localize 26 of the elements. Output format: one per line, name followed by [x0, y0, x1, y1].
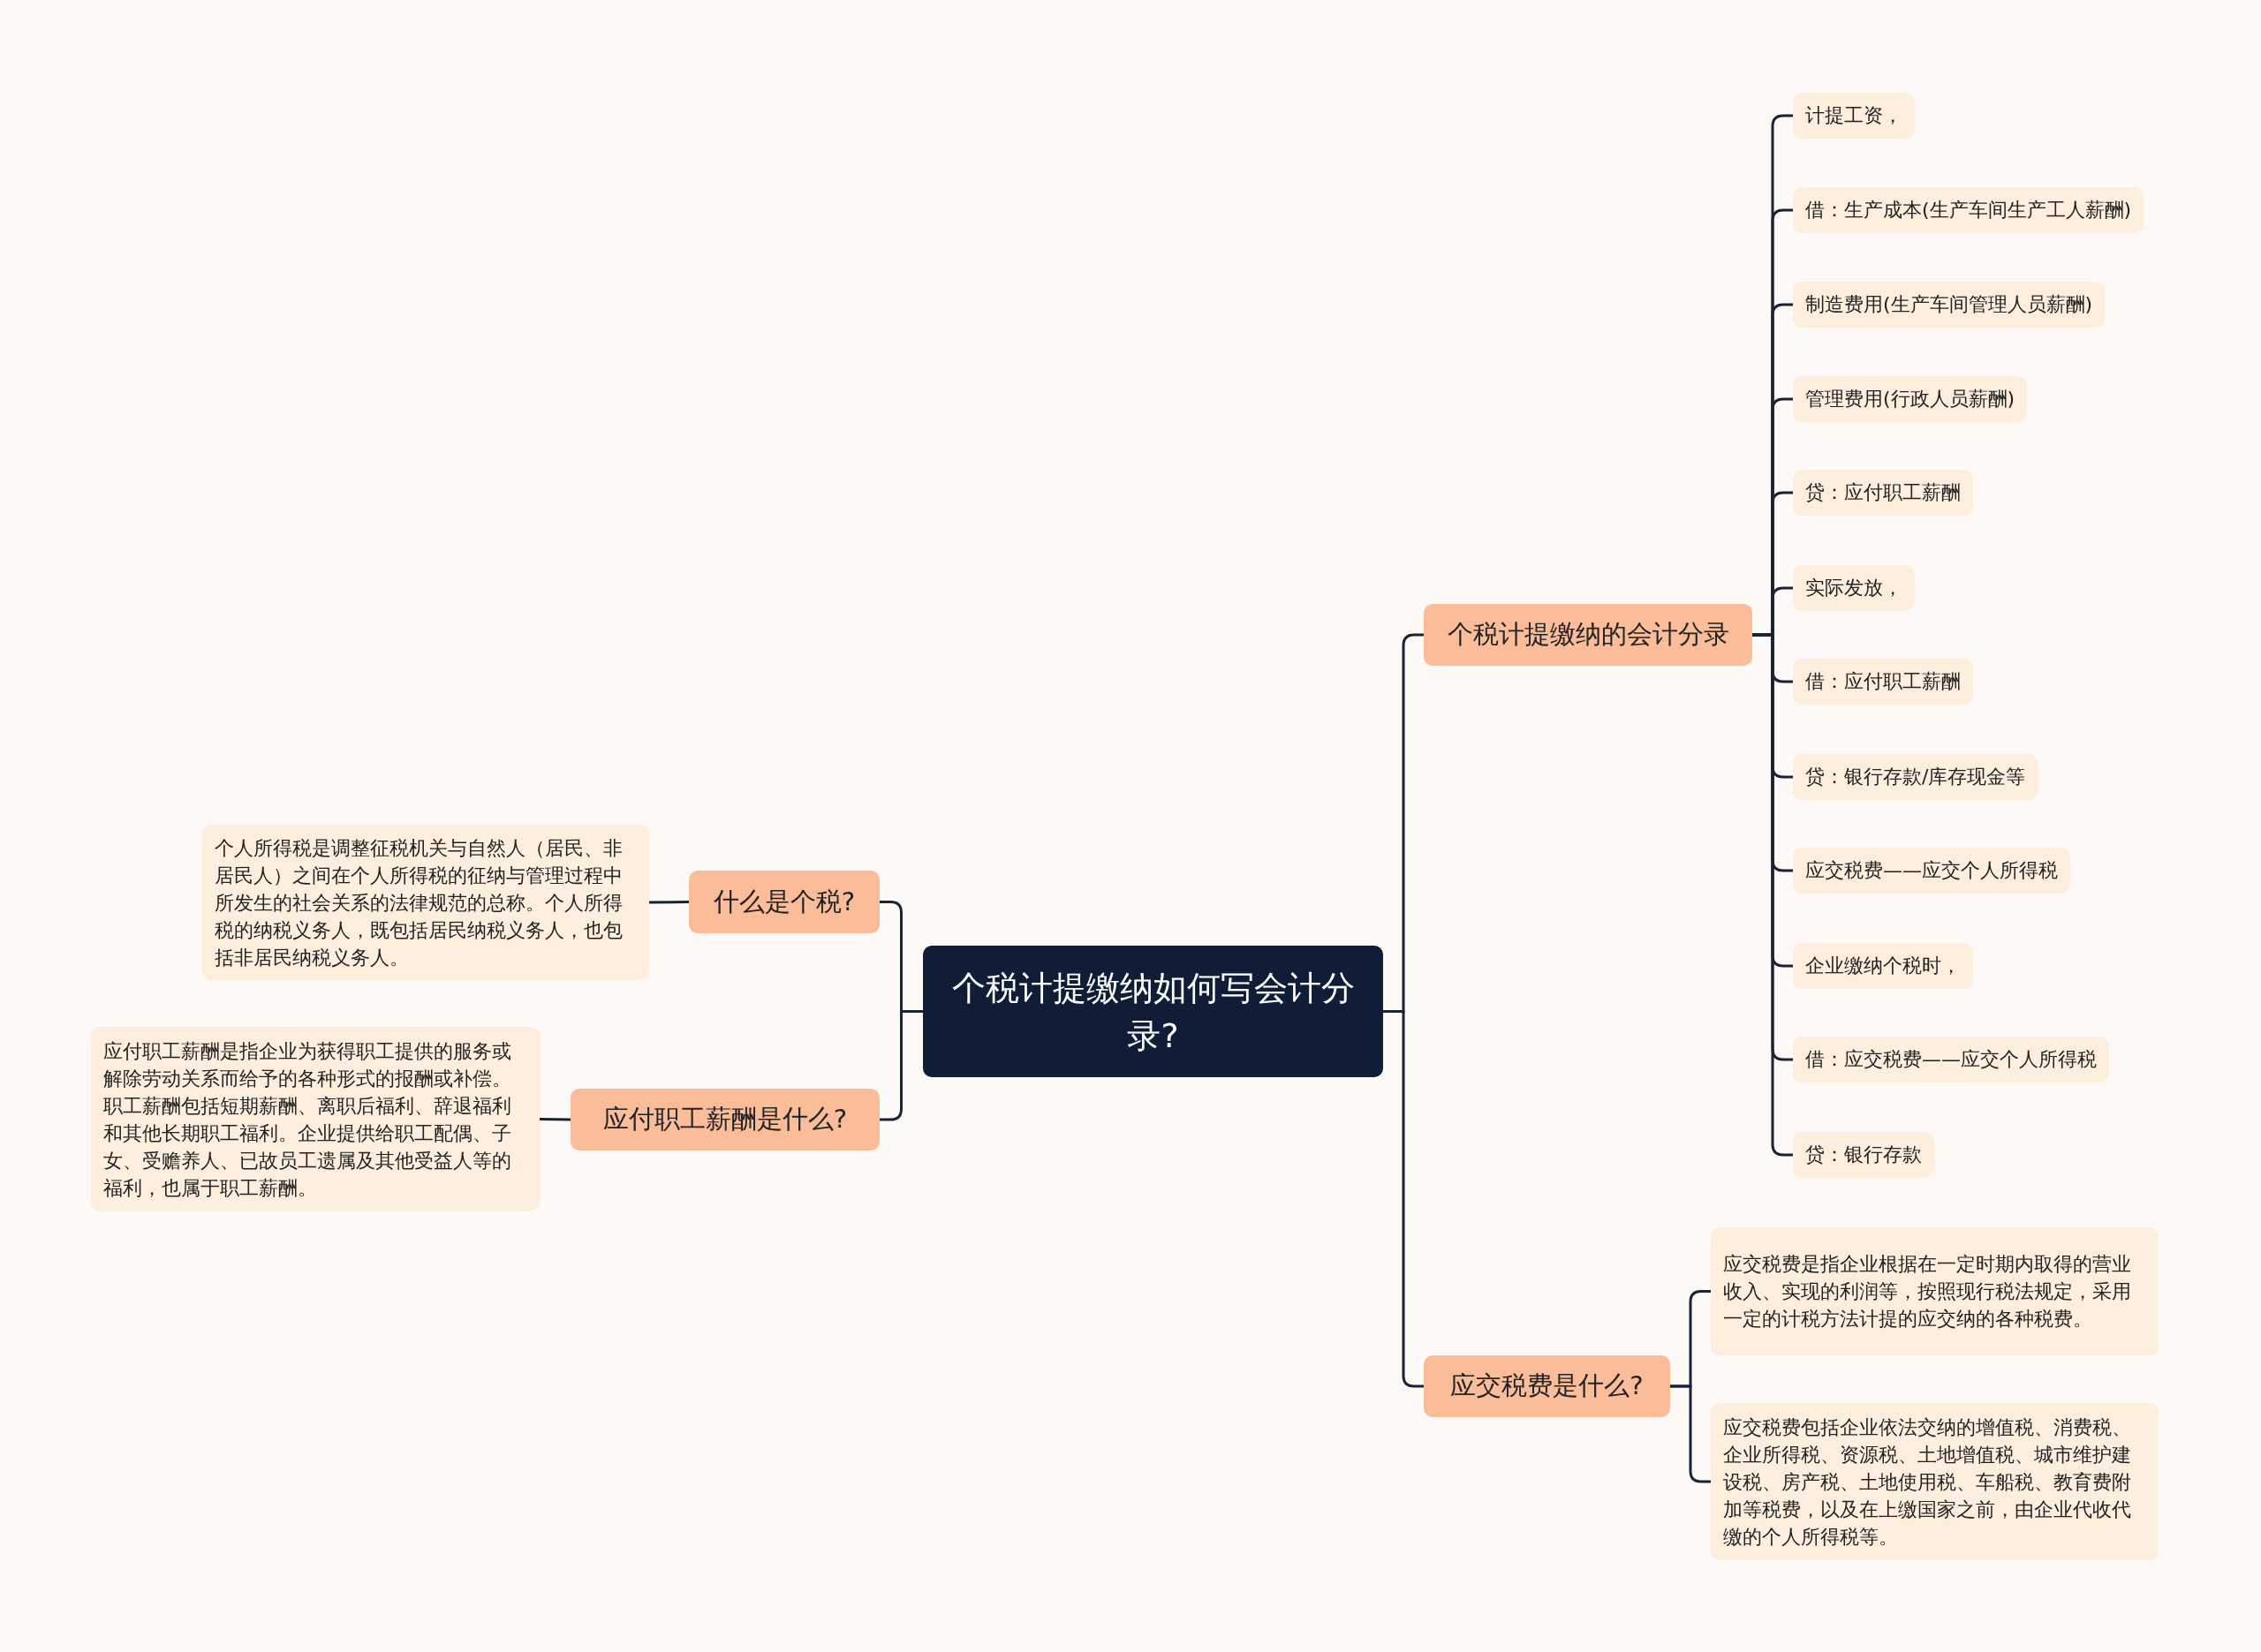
subtopic-box: 借：应交税费——应交个人所得税: [1793, 1037, 2109, 1082]
subtopic-box: 贷：银行存款: [1793, 1132, 1934, 1178]
subtopic-box: 应交税费——应交个人所得税: [1793, 848, 2070, 894]
note-box: 应付职工薪酬是指企业为获得职工提供的服务或解除劳动关系而给予的各种形式的报酬或补偿。职工薪酬包括短期薪酬、离职后福利、辞退福利和其他长期职工福利。企业提供给职工配偶、子女、受赡养人、已故员工遗属及其他受益人等的福利，也属于职工薪酬。: [91, 1027, 540, 1211]
subtopic-box: 借：生产成本(生产车间生产工人薪酬): [1793, 187, 2144, 233]
note-box: 应交税费是指企业根据在一定时期内取得的营业收入、实现的利润等，按照现行税法规定，采用一定的计税方法计提的应交纳的各种税费。: [1711, 1227, 2159, 1355]
topic-box: 应付职工薪酬是什么?: [571, 1089, 880, 1150]
subtopic-box: 企业缴纳个税时，: [1793, 943, 1973, 989]
note-box: 应交税费包括企业依法交纳的增值税、消费税、企业所得税、资源税、土地增值税、城市维护建设税、房产税、土地使用税、车船税、教育费附加等税费，以及在上缴国家之前，由企业代收代缴的个人所得税等。: [1711, 1403, 2159, 1560]
subtopic-box: 借：应付职工薪酬: [1793, 659, 1973, 705]
note-box: 个人所得税是调整征税机关与自然人（居民、非居民人）之间在个人所得税的征纳与管理过程中所发生的社会关系的法律规范的总称。个人所得税的纳税义务人，既包括居民纳税义务人，也包括非居民纳税义务人。: [202, 825, 649, 980]
subtopic-box: 实际发放，: [1793, 565, 1915, 611]
central-topic: 个税计提缴纳如何写会计分录?: [923, 946, 1383, 1077]
topic-box: 什么是个税?: [689, 871, 880, 933]
subtopic-box: 管理费用(行政人员薪酬): [1793, 376, 2028, 422]
connector-line: [880, 1010, 923, 1121]
connector-line: [649, 901, 689, 904]
connector-line: [539, 1118, 571, 1121]
subtopic-box: 贷：银行存款/库存现金等: [1793, 754, 2038, 800]
subtopic-box: 制造费用(生产车间管理人员薪酬): [1793, 282, 2106, 328]
subtopic-box: 贷：应付职工薪酬: [1793, 470, 1973, 516]
subtopic-box: 计提工资，: [1793, 93, 1915, 139]
connector-line: [1670, 1384, 1711, 1483]
connector-line: [1383, 1010, 1424, 1388]
topic-box: 应交税费是什么?: [1424, 1355, 1670, 1417]
topic-box: 个税计提缴纳的会计分录: [1424, 604, 1752, 666]
